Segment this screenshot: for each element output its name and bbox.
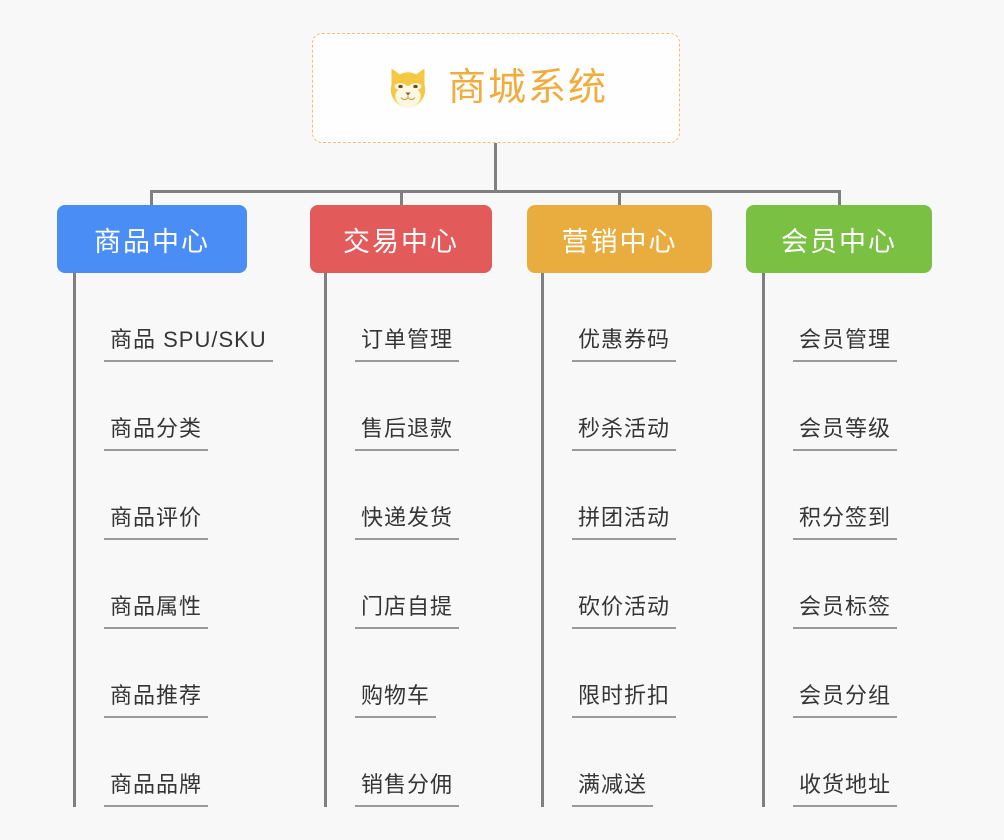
- leaf-label: 秒杀活动: [572, 416, 677, 451]
- branch-column-3: 会员中心 会员管理 会员等级 积分签到 会员标签 会员分组 收货地址: [746, 205, 932, 807]
- leaf-list-3: 会员管理 会员等级 积分签到 会员标签 会员分组 收货地址: [762, 273, 932, 807]
- connector-drop-交易中心: [400, 190, 403, 208]
- leaf-label: 商品推荐: [104, 683, 209, 718]
- branch-header-label-3: 会员中心: [781, 226, 897, 257]
- leaf-label: 满减送: [572, 772, 654, 807]
- leaf-item[interactable]: 商品 SPU/SKU: [73, 273, 273, 362]
- leaf-label: 拼团活动: [572, 505, 677, 540]
- leaf-list-0: 商品 SPU/SKU 商品分类 商品评价 商品属性 商品推荐 商品品牌: [73, 273, 273, 807]
- leaf-label: 商品属性: [104, 594, 209, 629]
- leaf-item[interactable]: 满减送: [541, 718, 712, 807]
- branch-header-label-1: 交易中心: [343, 226, 459, 257]
- leaf-item[interactable]: 秒杀活动: [541, 362, 712, 451]
- connector-drop-会员中心: [838, 190, 841, 208]
- leaf-item[interactable]: 商品分类: [73, 362, 247, 451]
- leaf-label: 会员分组: [793, 683, 898, 718]
- branch-header-1[interactable]: 交易中心: [310, 205, 492, 273]
- leaf-item[interactable]: 会员等级: [762, 362, 932, 451]
- connector-drop-商品中心: [150, 190, 153, 208]
- connector-horizontal-bus: [150, 190, 840, 193]
- leaf-label: 商品品牌: [104, 772, 209, 807]
- connector-drop-营销中心: [618, 190, 621, 208]
- branch-header-label-0: 商品中心: [94, 226, 210, 257]
- shiba-dog-icon: [384, 64, 432, 112]
- root-node[interactable]: 商城系统: [312, 33, 680, 143]
- branch-column-1: 交易中心 订单管理 售后退款 快递发货 门店自提 购物车 销售分佣: [310, 205, 492, 807]
- leaf-item[interactable]: 购物车: [324, 629, 492, 718]
- leaf-item[interactable]: 商品品牌: [73, 718, 247, 807]
- leaf-item[interactable]: 门店自提: [324, 540, 492, 629]
- branch-header-label-2: 营销中心: [561, 226, 678, 257]
- leaf-item[interactable]: 收货地址: [762, 718, 932, 807]
- leaf-list-1: 订单管理 售后退款 快递发货 门店自提 购物车 销售分佣: [324, 273, 492, 807]
- leaf-label: 优惠券码: [572, 327, 677, 362]
- leaf-item[interactable]: 会员管理: [762, 273, 932, 362]
- leaf-label: 积分签到: [793, 505, 898, 540]
- leaf-label: 门店自提: [355, 594, 460, 629]
- leaf-item[interactable]: 销售分佣: [324, 718, 492, 807]
- root-title: 商城系统: [447, 67, 608, 109]
- leaf-label: 会员等级: [793, 416, 898, 451]
- leaf-label: 商品评价: [104, 505, 209, 540]
- leaf-item[interactable]: 积分签到: [762, 451, 932, 540]
- leaf-item[interactable]: 会员标签: [762, 540, 932, 629]
- leaf-item[interactable]: 商品评价: [73, 451, 247, 540]
- leaf-item[interactable]: 售后退款: [324, 362, 492, 451]
- leaf-item[interactable]: 砍价活动: [541, 540, 712, 629]
- leaf-item[interactable]: 快递发货: [324, 451, 492, 540]
- leaf-label: 售后退款: [355, 416, 460, 451]
- leaf-item[interactable]: 商品属性: [73, 540, 247, 629]
- branch-header-2[interactable]: 营销中心: [527, 205, 712, 273]
- leaf-item[interactable]: 会员分组: [762, 629, 932, 718]
- leaf-label: 销售分佣: [355, 772, 460, 807]
- branch-column-2: 营销中心 优惠券码 秒杀活动 拼团活动 砍价活动 限时折扣 满减送: [527, 205, 712, 807]
- branch-header-3[interactable]: 会员中心: [746, 205, 932, 273]
- branch-header-0[interactable]: 商品中心: [57, 205, 247, 273]
- leaf-label: 会员管理: [793, 327, 898, 362]
- leaf-item[interactable]: 商品推荐: [73, 629, 247, 718]
- leaf-label: 商品分类: [104, 416, 209, 451]
- leaf-list-2: 优惠券码 秒杀活动 拼团活动 砍价活动 限时折扣 满减送: [541, 273, 712, 807]
- leaf-label: 砍价活动: [572, 594, 677, 629]
- leaf-label: 收货地址: [793, 772, 898, 807]
- leaf-item[interactable]: 拼团活动: [541, 451, 712, 540]
- leaf-label: 订单管理: [355, 327, 460, 362]
- leaf-label: 快递发货: [355, 505, 460, 540]
- connector-root-stem: [494, 143, 497, 193]
- leaf-item[interactable]: 限时折扣: [541, 629, 712, 718]
- leaf-item[interactable]: 订单管理: [324, 273, 492, 362]
- leaf-label: 商品 SPU/SKU: [104, 327, 273, 362]
- leaf-label: 会员标签: [793, 594, 898, 629]
- leaf-label: 限时折扣: [572, 683, 677, 718]
- branch-column-0: 商品中心 商品 SPU/SKU 商品分类 商品评价 商品属性 商品推荐 商品品牌: [57, 205, 273, 807]
- leaf-item[interactable]: 优惠券码: [541, 273, 712, 362]
- leaf-label: 购物车: [355, 683, 437, 718]
